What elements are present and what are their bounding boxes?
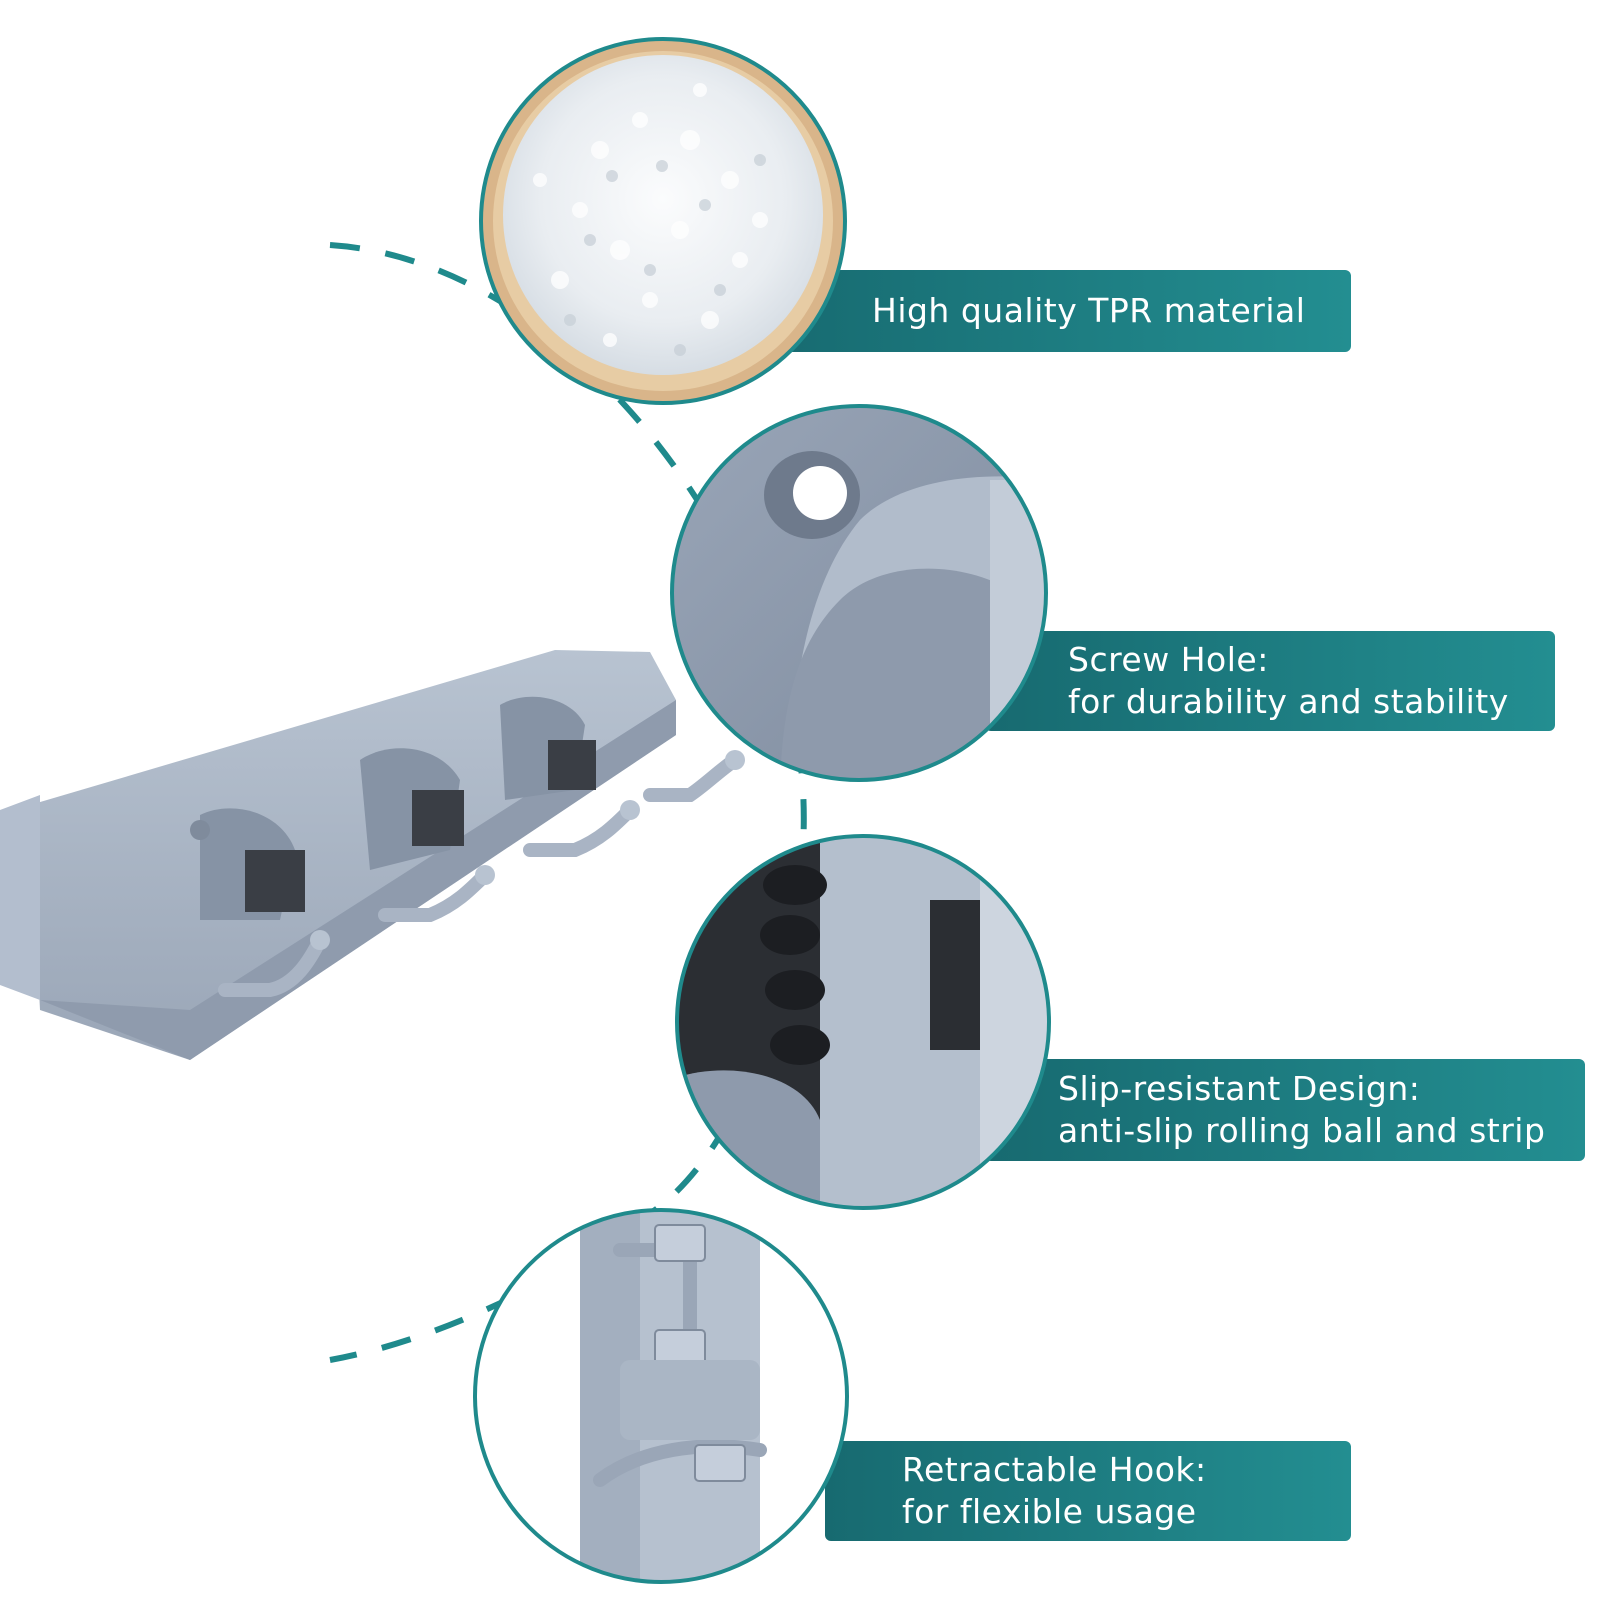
retractable-hook-closeup: [475, 1210, 847, 1582]
label-box-2: [985, 631, 1555, 731]
feature-label-screw-hole: Screw Hole: for durability and stability: [985, 631, 1555, 731]
feature-label-line: High quality TPR material: [872, 291, 1306, 330]
feature-label-line: for flexible usage: [902, 1492, 1197, 1531]
screw-hole-closeup: [672, 406, 1046, 780]
feature-label-line: for durability and stability: [1068, 682, 1509, 721]
label-box-3: [985, 1059, 1585, 1161]
tpr-beads-closeup: [481, 39, 845, 403]
feature-label-retractable-hook: Retractable Hook: for flexible usage: [825, 1441, 1351, 1541]
feature-label-tpr: High quality TPR material: [760, 270, 1351, 352]
mop-broom-holder-rack: [0, 650, 745, 1060]
feature-label-line: Screw Hole:: [1068, 640, 1269, 679]
label-box-1: [760, 270, 1351, 352]
feature-label-line: Slip-resistant Design:: [1058, 1069, 1421, 1108]
feature-label-line: anti-slip rolling ball and strip: [1058, 1111, 1546, 1150]
feature-label-slip-resistant: Slip-resistant Design: anti-slip rolling…: [985, 1059, 1585, 1161]
feature-label-line: Retractable Hook:: [902, 1450, 1207, 1489]
label-box-4: [825, 1441, 1351, 1541]
